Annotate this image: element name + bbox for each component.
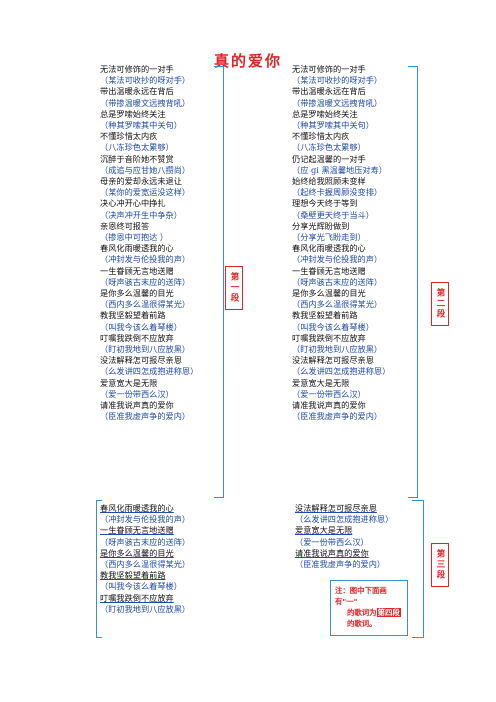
lyric-line: 爱意宽大是无限 (292, 377, 350, 388)
pinyin-line: （叫我今该么着琴楼） (100, 581, 182, 592)
lyric-line: 决心冲开心中挣扎 (100, 198, 166, 209)
note-box: 注：图中下面画有"一" 的歌词为第四段 的歌词。 (330, 580, 408, 636)
lyric-line: 教我坚毅望着前路 (292, 310, 358, 321)
section1-brace (214, 66, 224, 498)
pinyin-line: （某法可收抄的呀对手） (292, 75, 383, 86)
lyrics-column-2: 无法可修饰的一对手（某法可收抄的呀对手）带出温暖永远在背后（带掺温暖文远拽背吼）… (292, 64, 390, 423)
lyric-line: 春风化雨暖透我的心 (292, 243, 366, 254)
lyric-line: 没法解释怎可报尽亲恩 (292, 355, 374, 366)
lyrics-column-1: 无法可修饰的一对手（某法可收抄的呀对手）带出温暖永远在背后（带掺温暖文远拽背吼）… (100, 64, 198, 423)
pinyin-line: （决声冲开生中争杂） (100, 209, 182, 220)
pinyin-line: （么发讲四怎成抱进称恩） (292, 366, 391, 377)
lyric-line: 始终给我照顾未变样 (292, 176, 366, 187)
pinyin-line: （呀声骇古末应的送阵） (100, 536, 191, 547)
lyric-line: 教我坚毅望着前路 (100, 310, 166, 321)
page-title: 真的爱你 (213, 52, 282, 70)
pinyin-line: （爱一份带西么汉） (100, 388, 174, 399)
pinyin-line: （某你的爱宽运没这样） (100, 187, 191, 198)
pinyin-line: （冲封发与伦投我的声） (100, 514, 191, 525)
lyric-line: 没法解释怎可报尽亲恩 (295, 503, 377, 513)
pinyin-line: （臣准我虚声争的爱内） (100, 411, 191, 422)
pinyin-line: （掺恩中可抱达 ） (100, 232, 169, 243)
lyric-line: 叮嘱我跌倒不应放弃 (292, 332, 366, 343)
pinyin-line: （爱一份带西么汉） (292, 388, 366, 399)
lyric-line: 沉醉于音阶她不赞赏 (100, 153, 174, 164)
lyric-line: 爱意宽大是无限 (100, 377, 158, 388)
section34-brace (412, 500, 424, 638)
lyrics-column-4: 没法解释怎可报尽亲恩（么发讲四怎成抱进称恩）爱意宽大是无限（爱一份带西么汉）请准… (295, 503, 393, 570)
lyric-line: 不懂珍惜太内疚 (100, 131, 158, 142)
lyric-line: 总是罗嗦始终关注 (100, 108, 166, 119)
pinyin-line: （分享光飞盼走到） (292, 232, 366, 243)
lyric-line: 没法解释怎可报尽亲恩 (100, 355, 182, 366)
lyric-line: 带出温暖永远在背后 (100, 86, 174, 97)
lower-brace-left (96, 500, 102, 638)
lyric-line: 亲恩终可报答 (100, 220, 150, 231)
pinyin-line: （冲封发与伦投我的声） (292, 254, 383, 265)
note-line-3: 的歌词。 (347, 619, 377, 628)
pinyin-line: （么发讲四怎成抱进称恩） (295, 514, 394, 525)
lyric-line: 母亲的爱却永远未退让 (100, 176, 182, 187)
pinyin-line: （起终卡握周顾没变排） (292, 187, 383, 198)
pinyin-line: （冲封发与伦投我的声） (100, 254, 191, 265)
section2-brace (408, 66, 418, 498)
lyric-line: 叮嘱我跌倒不应放弃 (100, 592, 174, 603)
lyric-line: 爱意宽大是无限 (295, 525, 353, 536)
lyric-line: 一生眷顾无言地送赠 (292, 265, 366, 276)
lyrics-column-3: 春风化雨暖透我的心（冲封发与伦投我的声）一生眷顾无言地送赠（呀声骇古末应的送阵）… (100, 503, 190, 615)
note-line-1: 注：图中下面画有"一" (335, 586, 387, 606)
note-line-2: 的歌词为第四段 (347, 608, 401, 617)
pinyin-line: （种其罗嗦其中关句） (292, 120, 374, 131)
pinyin-line: （臣准我虚声争的爱内） (292, 411, 383, 422)
pinyin-line: （爱一份带西么汉） (295, 536, 369, 547)
lyric-line: 叮嘱我跌倒不应放弃 (100, 332, 174, 343)
pinyin-line: （叫我今该么着琴楼） (100, 321, 182, 332)
pinyin-line: （种其罗嗦其中关句） (100, 120, 182, 131)
lyric-line: 是你多么温馨的目光 (100, 288, 174, 299)
lyric-line: 无法可修饰的一对手 (100, 64, 174, 74)
pinyin-line: （八冻珍色太累够） (100, 142, 174, 153)
pinyin-line: （么发讲四怎成抱进称恩） (100, 366, 199, 377)
pinyin-line: （某法可收抄的呀对手） (100, 75, 191, 86)
section2-tag: 第二段 (431, 282, 449, 326)
note-highlight: 第四段 (376, 608, 401, 617)
pinyin-line: （臣准我虚声争的爱内） (295, 559, 386, 570)
section1-tag: 第一段 (225, 266, 243, 310)
section3-tag: 第三段 (431, 543, 449, 587)
lyric-line: 一生眷顾无言地送赠 (100, 525, 174, 536)
lyric-line: 不懂珍惜太内疚 (292, 131, 350, 142)
lyric-line: 分享光辉盼做到 (292, 220, 350, 231)
pinyin-line: （带掺温暖文远拽背吼） (292, 97, 383, 108)
lyric-line: 请准我说声真的爱你 (292, 400, 366, 411)
lyric-line: 无法可修饰的一对手 (292, 64, 366, 74)
pinyin-line: （西内多么温很得某光） (100, 299, 191, 310)
lyric-line: 教我坚毅望着前路 (100, 570, 166, 581)
lyric-line: 是你多么温馨的目光 (292, 288, 366, 299)
pinyin-line: （带掺温暖文远拽背吼） (100, 97, 191, 108)
lyric-line: 仍记起温馨的一对手 (292, 153, 366, 164)
lyric-line: 春风化雨暖透我的心 (100, 243, 174, 254)
pinyin-line: （西内多么温很得某光） (292, 299, 383, 310)
lyric-line: 理想今天终于等到 (292, 198, 358, 209)
lyric-line: 请准我说声真的爱你 (295, 547, 369, 558)
pinyin-line: （盯初我地到八应放黑） (292, 344, 383, 355)
pinyin-line: （应 gi 黑温馨地压对寿） (292, 164, 387, 175)
pinyin-line: （盯初我地到八应放黑） (100, 344, 191, 355)
pinyin-line: （西内多么温很得某光） (100, 559, 191, 570)
lyric-line: 请准我说声真的爱你 (100, 400, 174, 411)
pinyin-line: （叫我今该么着琴楼） (292, 321, 374, 332)
pinyin-line: （呀声骇古末应的送阵） (100, 276, 191, 287)
pinyin-line: （呀声骇古末应的送阵） (292, 276, 383, 287)
pinyin-line: （盯初我地到八应放黑） (100, 603, 191, 614)
pinyin-line: （成追与应甘她八攒尚） (100, 164, 191, 175)
lyric-line: 春风化雨暖透我的心 (100, 503, 174, 513)
pinyin-line: （八冻珍色太累够） (292, 142, 366, 153)
lyric-line: 一生眷顾无言地送赠 (100, 265, 174, 276)
lyric-line: 总是罗嗦始终关注 (292, 108, 358, 119)
lyric-line: 是你多么温馨的目光 (100, 547, 174, 558)
pinyin-line: （桑壁更天终于当斗） (292, 209, 374, 220)
lyric-line: 带出温暖永远在背后 (292, 86, 366, 97)
